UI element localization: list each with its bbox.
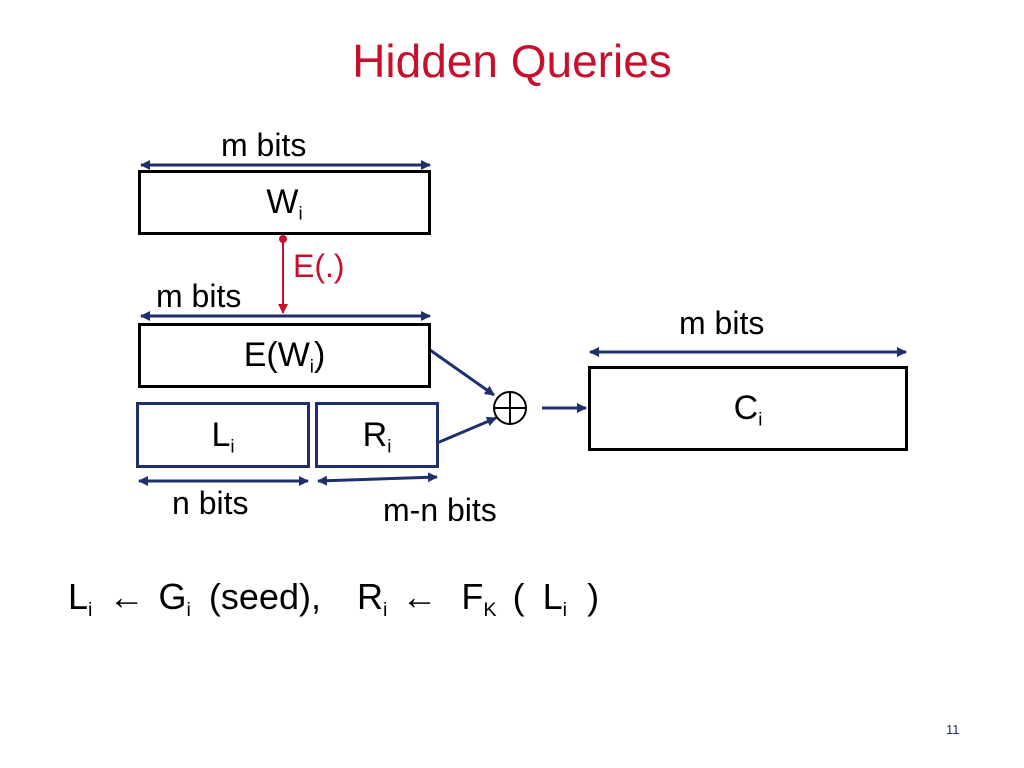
right-width-label: m bits [679,305,765,341]
top-width-label: m bits [221,127,307,163]
formula-li: Li [68,576,93,621]
formula-seed: (seed), [208,576,321,617]
ri-label: Ri [362,415,392,457]
ewi-box: E(Wi) [138,323,431,388]
m-n-bits-arrow [317,472,438,486]
ci-box: Ci [588,366,908,451]
li-label: Li [211,415,235,457]
ri-to-xor-arrow [436,416,497,445]
ci-label: Ci [733,389,763,430]
encrypt-arrow-start-dot [279,235,287,243]
formula-fk: FK [461,576,497,621]
xor-icon [493,391,527,425]
mid-width-label: m bits [156,278,242,314]
li-box: Li [136,402,310,468]
formula-close-paren: ) [587,576,600,617]
formula-gi: Gi [158,576,191,621]
n-bits-label: n bits [172,485,249,521]
m-n-bits-label: m-n bits [383,492,497,528]
encrypt-function-label: E(.) [293,248,345,284]
ewi-label: E(Wi) [243,336,326,377]
formula-ri: Ri [356,576,388,621]
ri-box: Ri [315,402,439,468]
formula-arrow-2: ← [401,576,438,617]
ewi-to-xor-arrow [429,348,495,397]
wi-label: Wi [266,183,303,224]
page-title: Hidden Queries [352,35,672,87]
wi-box: Wi [138,170,431,235]
formula-arrow-1: ← [108,576,145,617]
page-number: 11 [946,722,960,737]
formula: Li ← Gi (seed), Ri ← FK ( Li ) [68,576,600,621]
formula-open-paren: ( [512,576,525,617]
formula-li2: Li [542,576,568,621]
